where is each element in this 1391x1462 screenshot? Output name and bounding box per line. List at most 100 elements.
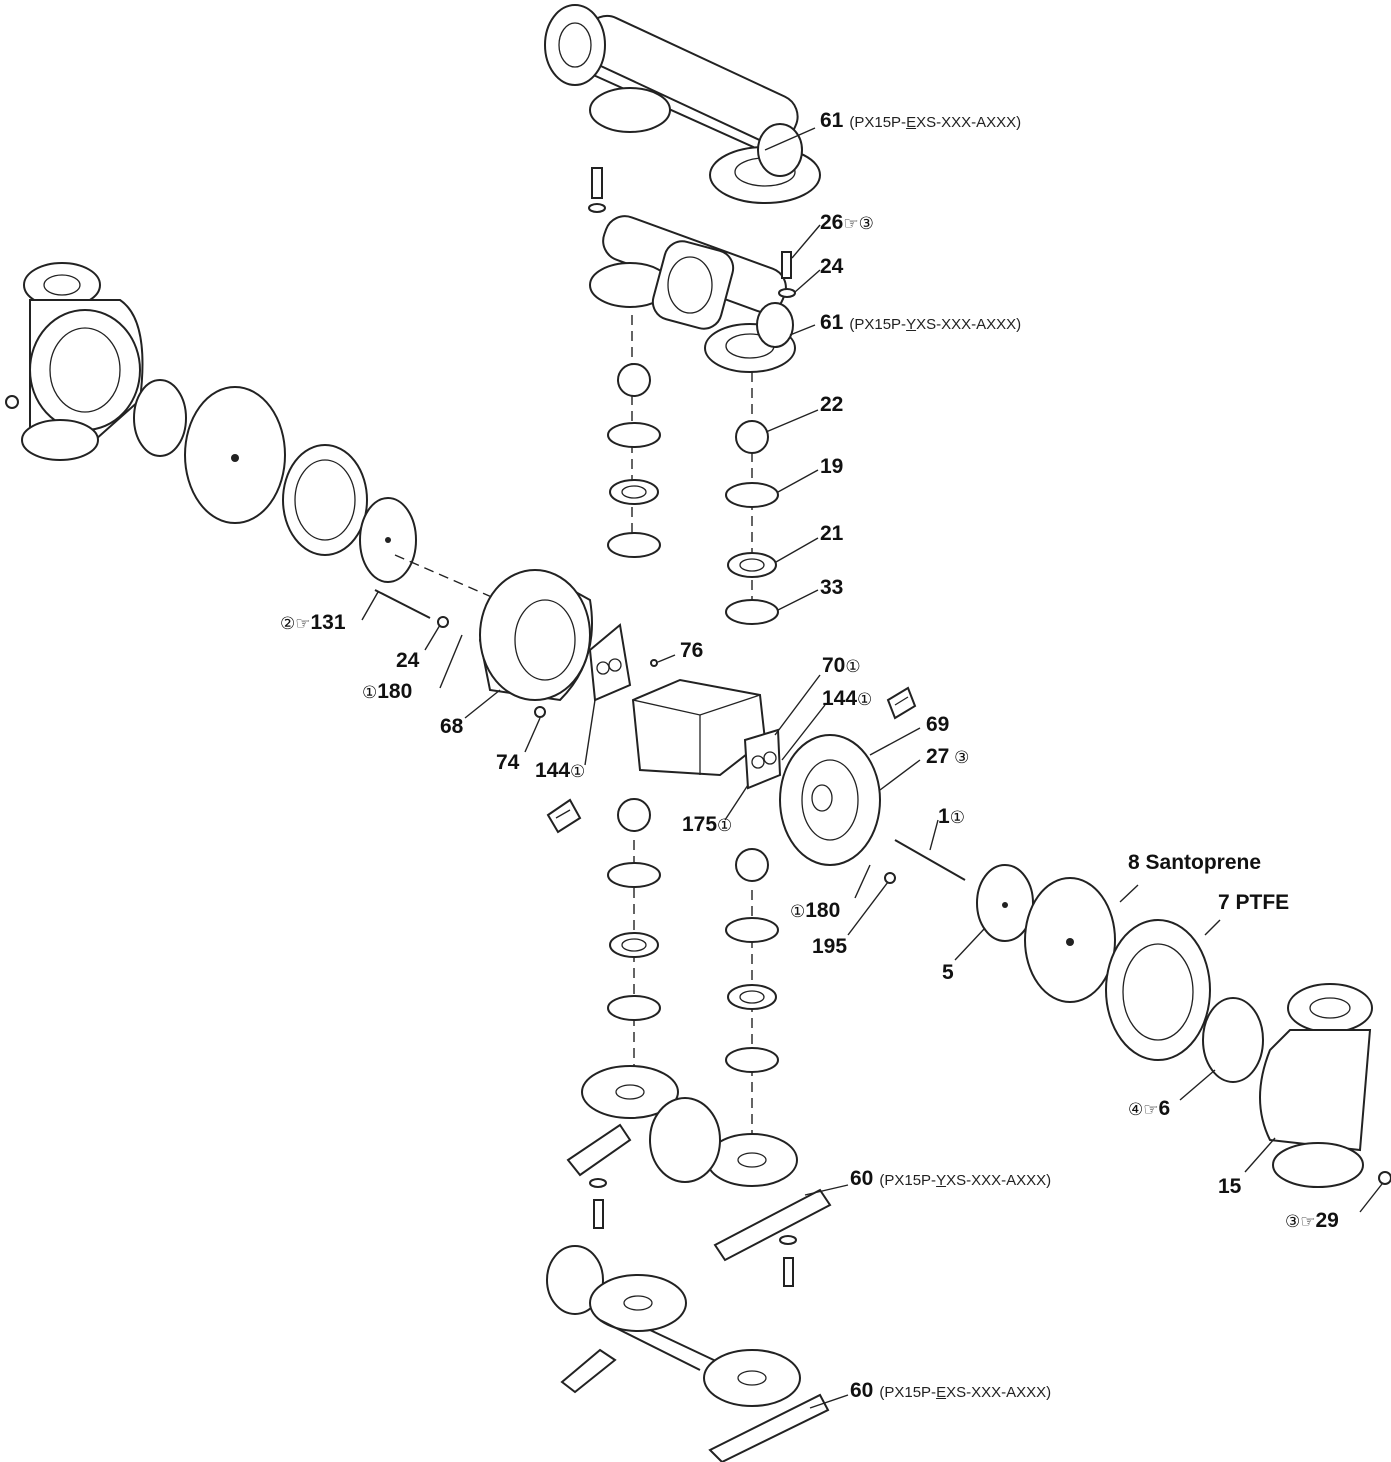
code-prefix: (PX15P- bbox=[879, 1384, 937, 1401]
part-number: 69 bbox=[926, 713, 950, 736]
part-number: 131 bbox=[310, 611, 346, 634]
label-19: 19 bbox=[820, 456, 843, 477]
part-number: 180 bbox=[377, 680, 413, 703]
part-number: 61 bbox=[820, 311, 844, 334]
shaft-1-part bbox=[894, 839, 966, 881]
label-33: 33 bbox=[820, 577, 843, 598]
note-ref: ① bbox=[949, 808, 965, 827]
gasket-144-left-part bbox=[588, 623, 632, 702]
label-22: 22 bbox=[820, 394, 843, 415]
note-ref: ① bbox=[857, 690, 873, 709]
check-valve-stack-top-left bbox=[607, 315, 661, 558]
label-68: 68 bbox=[440, 716, 463, 737]
part-number: 6 bbox=[1158, 1097, 1171, 1120]
note-ref: ① bbox=[845, 657, 861, 676]
part-number: 7 bbox=[1218, 891, 1230, 914]
left-air-cover-68-part bbox=[478, 569, 593, 718]
label-26: 26☞③ bbox=[820, 212, 874, 233]
label-144-right: 144① bbox=[822, 688, 872, 709]
part-number: 15 bbox=[1218, 1175, 1242, 1198]
leader-lines bbox=[361, 127, 1383, 1409]
part-number: 24 bbox=[396, 649, 420, 672]
inlet-manifold-y-part bbox=[566, 1065, 832, 1262]
outlet-manifold-y-part bbox=[589, 215, 796, 373]
code-suffix: XS-XXX-AXXX) bbox=[916, 316, 1022, 333]
model-code: (PX15P-YXS-XXX-AXXX) bbox=[849, 316, 1021, 333]
code-suffix: XS-XXX-AXXX) bbox=[916, 114, 1022, 131]
bolt-26-part bbox=[778, 251, 796, 298]
label-8: 8 Santoprene bbox=[1128, 852, 1261, 873]
right-diaphragm-stack bbox=[976, 864, 1264, 1083]
note-ref: ① bbox=[362, 683, 378, 702]
material-name: Santoprene bbox=[1139, 851, 1262, 874]
note-ref: ① bbox=[790, 902, 806, 921]
label-29: ③☞29 bbox=[1285, 1210, 1339, 1231]
right-air-cover-69-part bbox=[779, 734, 896, 884]
part-number: 22 bbox=[820, 393, 844, 416]
part-number: 76 bbox=[680, 639, 704, 662]
part-number: 24 bbox=[820, 255, 844, 278]
label-15: 15 bbox=[1218, 1176, 1241, 1197]
model-code: (PX15P-EXS-XXX-AXXX) bbox=[879, 1384, 1051, 1401]
label-7: 7 PTFE bbox=[1218, 892, 1289, 913]
code-prefix: (PX15P- bbox=[879, 1172, 937, 1189]
label-76: 76 bbox=[680, 640, 703, 661]
material-name: PTFE bbox=[1229, 891, 1290, 914]
note-ref: ③☞ bbox=[1285, 1212, 1316, 1231]
part-number: 195 bbox=[812, 935, 848, 958]
note-ref: ④☞ bbox=[1128, 1100, 1159, 1119]
part-number: 8 bbox=[1128, 851, 1140, 874]
part-number: 68 bbox=[440, 715, 464, 738]
part-number: 33 bbox=[820, 576, 844, 599]
code-suffix: XS-XXX-AXXX) bbox=[946, 1384, 1052, 1401]
right-fluid-cover-15-part bbox=[1259, 983, 1391, 1188]
part-number: 26 bbox=[820, 211, 844, 234]
code-letter: E bbox=[936, 1384, 947, 1401]
part-number: 70 bbox=[822, 654, 846, 677]
label-5: 5 bbox=[942, 962, 954, 983]
code-suffix: XS-XXX-AXXX) bbox=[946, 1172, 1052, 1189]
label-144-left: 144① bbox=[535, 760, 585, 781]
note-ref: ☞③ bbox=[843, 214, 874, 233]
inlet-manifold-e-part bbox=[546, 1245, 830, 1462]
label-1: 1① bbox=[938, 806, 965, 827]
check-valve-stack-bottom-right bbox=[725, 848, 779, 1140]
maintenance-kit-icon-left bbox=[546, 798, 582, 834]
bolt-bottom-right-part bbox=[779, 1235, 797, 1287]
label-61-top: 61 (PX15P-EXS-XXX-AXXX) bbox=[820, 110, 1021, 131]
part-number: 29 bbox=[1315, 1209, 1339, 1232]
label-70: 70① bbox=[822, 655, 861, 676]
code-prefix: (PX15P- bbox=[849, 114, 907, 131]
code-letter: E bbox=[906, 114, 917, 131]
label-180-left: ①180 bbox=[362, 681, 412, 702]
part-number: 180 bbox=[805, 899, 841, 922]
part-number: 144 bbox=[822, 687, 858, 710]
label-24-top: 24 bbox=[820, 256, 843, 277]
label-69: 69 bbox=[926, 714, 949, 735]
part-number: 60 bbox=[850, 1379, 874, 1402]
label-195: 195 bbox=[812, 936, 847, 957]
bolt-bottom-left-part bbox=[589, 1178, 607, 1229]
label-131: ②☞131 bbox=[280, 612, 346, 633]
label-61-mid: 61 (PX15P-YXS-XXX-AXXX) bbox=[820, 312, 1021, 333]
label-180-right: ①180 bbox=[790, 900, 840, 921]
code-prefix: (PX15P- bbox=[849, 316, 907, 333]
part-number: 1 bbox=[938, 805, 950, 828]
outlet-manifold-e-part bbox=[544, 4, 821, 204]
note-ref: ① bbox=[570, 762, 586, 781]
label-21: 21 bbox=[820, 523, 843, 544]
check-valve-stack-top-right bbox=[725, 372, 779, 625]
part-number: 27 bbox=[926, 745, 950, 768]
gasket-175-part bbox=[743, 728, 782, 790]
maintenance-kit-icon-right bbox=[886, 686, 917, 720]
part-number: 60 bbox=[850, 1167, 874, 1190]
part-number: 19 bbox=[820, 455, 844, 478]
model-code: (PX15P-EXS-XXX-AXXX) bbox=[849, 114, 1021, 131]
code-letter: Y bbox=[906, 316, 917, 333]
part-number: 21 bbox=[820, 522, 844, 545]
note-ref: ②☞ bbox=[280, 614, 311, 633]
label-6: ④☞6 bbox=[1128, 1098, 1170, 1119]
shaft-bolt-131-part bbox=[374, 589, 449, 628]
note-ref: ① bbox=[717, 816, 733, 835]
part-number: 61 bbox=[820, 109, 844, 132]
